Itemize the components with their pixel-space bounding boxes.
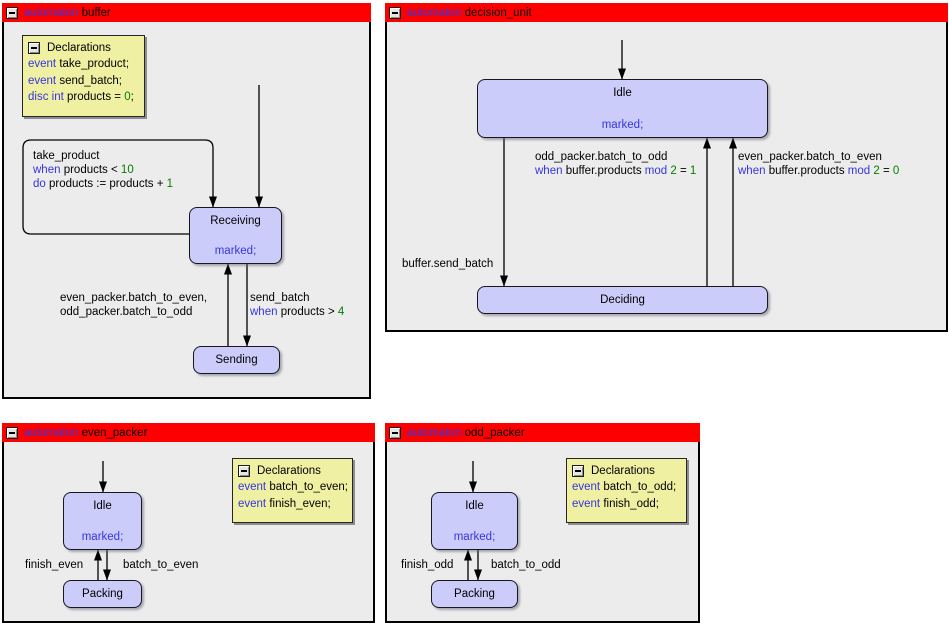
panel-header-even-packer[interactable]: automaton even_packer	[2, 423, 375, 442]
automaton-panel-even-packer: automaton even_packer Declarations event…	[2, 423, 375, 623]
state-marked: marked;	[81, 531, 124, 543]
automaton-panel-decision-unit: automaton decision_unit Idle marked; odd…	[385, 3, 948, 332]
declarations-box-odd-packer: Declarations event batch_to_odd;event fi…	[566, 458, 687, 523]
state-idle[interactable]: Idle marked;	[431, 492, 518, 550]
state-marked: marked;	[214, 245, 257, 257]
declarations-title: Declarations	[47, 41, 111, 54]
declarations-box-buffer: Declarations event take_product;event se…	[22, 35, 145, 117]
edge-label-buffer-send-batch: buffer.send_batch	[402, 258, 494, 270]
state-name: Sending	[215, 354, 258, 366]
state-name: Deciding	[600, 294, 645, 306]
panel-header-buffer[interactable]: automaton buffer	[2, 3, 371, 22]
automaton-name: even_packer	[81, 426, 148, 439]
edge-label-batch-to-odd: batch_to_odd	[491, 559, 561, 571]
panel-header-decision-unit[interactable]: automaton decision_unit	[385, 3, 948, 22]
collapse-icon[interactable]	[6, 6, 18, 19]
automaton-name: decision_unit	[464, 6, 532, 19]
state-name: Packing	[82, 588, 123, 600]
transition-edges-even-packer	[94, 461, 111, 581]
collapse-icon[interactable]	[389, 6, 401, 19]
automaton-name: buffer	[81, 6, 111, 19]
automaton-keyword: automaton	[24, 426, 79, 439]
state-marked: marked;	[453, 531, 496, 543]
edge-label-finish-odd: finish_odd	[401, 559, 454, 571]
automaton-keyword: automaton	[407, 6, 462, 19]
declarations-box-even-packer: Declarations event batch_to_even;event f…	[232, 458, 353, 523]
state-idle[interactable]: Idle marked;	[63, 492, 142, 550]
declarations-title: Declarations	[257, 464, 321, 477]
edge-label-batch-events: even_packer.batch_to_even,odd_packer.bat…	[60, 292, 208, 318]
state-name: Idle	[93, 500, 112, 512]
panel-header-odd-packer[interactable]: automaton odd_packer	[385, 423, 700, 442]
declarations-lines: event take_product;event send_batch;disc…	[28, 58, 134, 103]
state-packing[interactable]: Packing	[63, 580, 142, 608]
automaton-panel-buffer: automaton buffer Declarations event take…	[2, 3, 371, 399]
edge-label-finish-even: finish_even	[25, 559, 84, 571]
collapse-icon[interactable]	[572, 464, 584, 477]
state-deciding[interactable]: Deciding	[477, 286, 768, 314]
declarations-title: Declarations	[591, 464, 655, 477]
state-name: Idle	[613, 87, 632, 99]
collapse-icon[interactable]	[389, 426, 401, 439]
collapse-icon[interactable]	[238, 464, 250, 477]
automaton-keyword: automaton	[407, 426, 462, 439]
state-receiving[interactable]: Receiving marked;	[189, 207, 282, 264]
declarations-lines: event batch_to_even;event finish_even;	[238, 481, 348, 510]
state-name: Packing	[454, 588, 495, 600]
state-name: Idle	[465, 500, 484, 512]
declarations-lines: event batch_to_odd;event finish_odd;	[572, 481, 677, 510]
collapse-icon[interactable]	[28, 41, 40, 54]
state-name: Receiving	[210, 215, 261, 227]
automaton-panel-odd-packer: automaton odd_packer Declarations event …	[385, 423, 700, 623]
state-sending[interactable]: Sending	[193, 346, 280, 374]
state-packing[interactable]: Packing	[431, 580, 518, 608]
state-idle[interactable]: Idle marked;	[477, 79, 768, 138]
collapse-icon[interactable]	[6, 426, 18, 439]
edge-label-batch-to-even: batch_to_even	[123, 559, 199, 571]
automaton-keyword: automaton	[24, 6, 79, 19]
state-marked: marked;	[601, 119, 644, 131]
automaton-name: odd_packer	[464, 426, 525, 439]
